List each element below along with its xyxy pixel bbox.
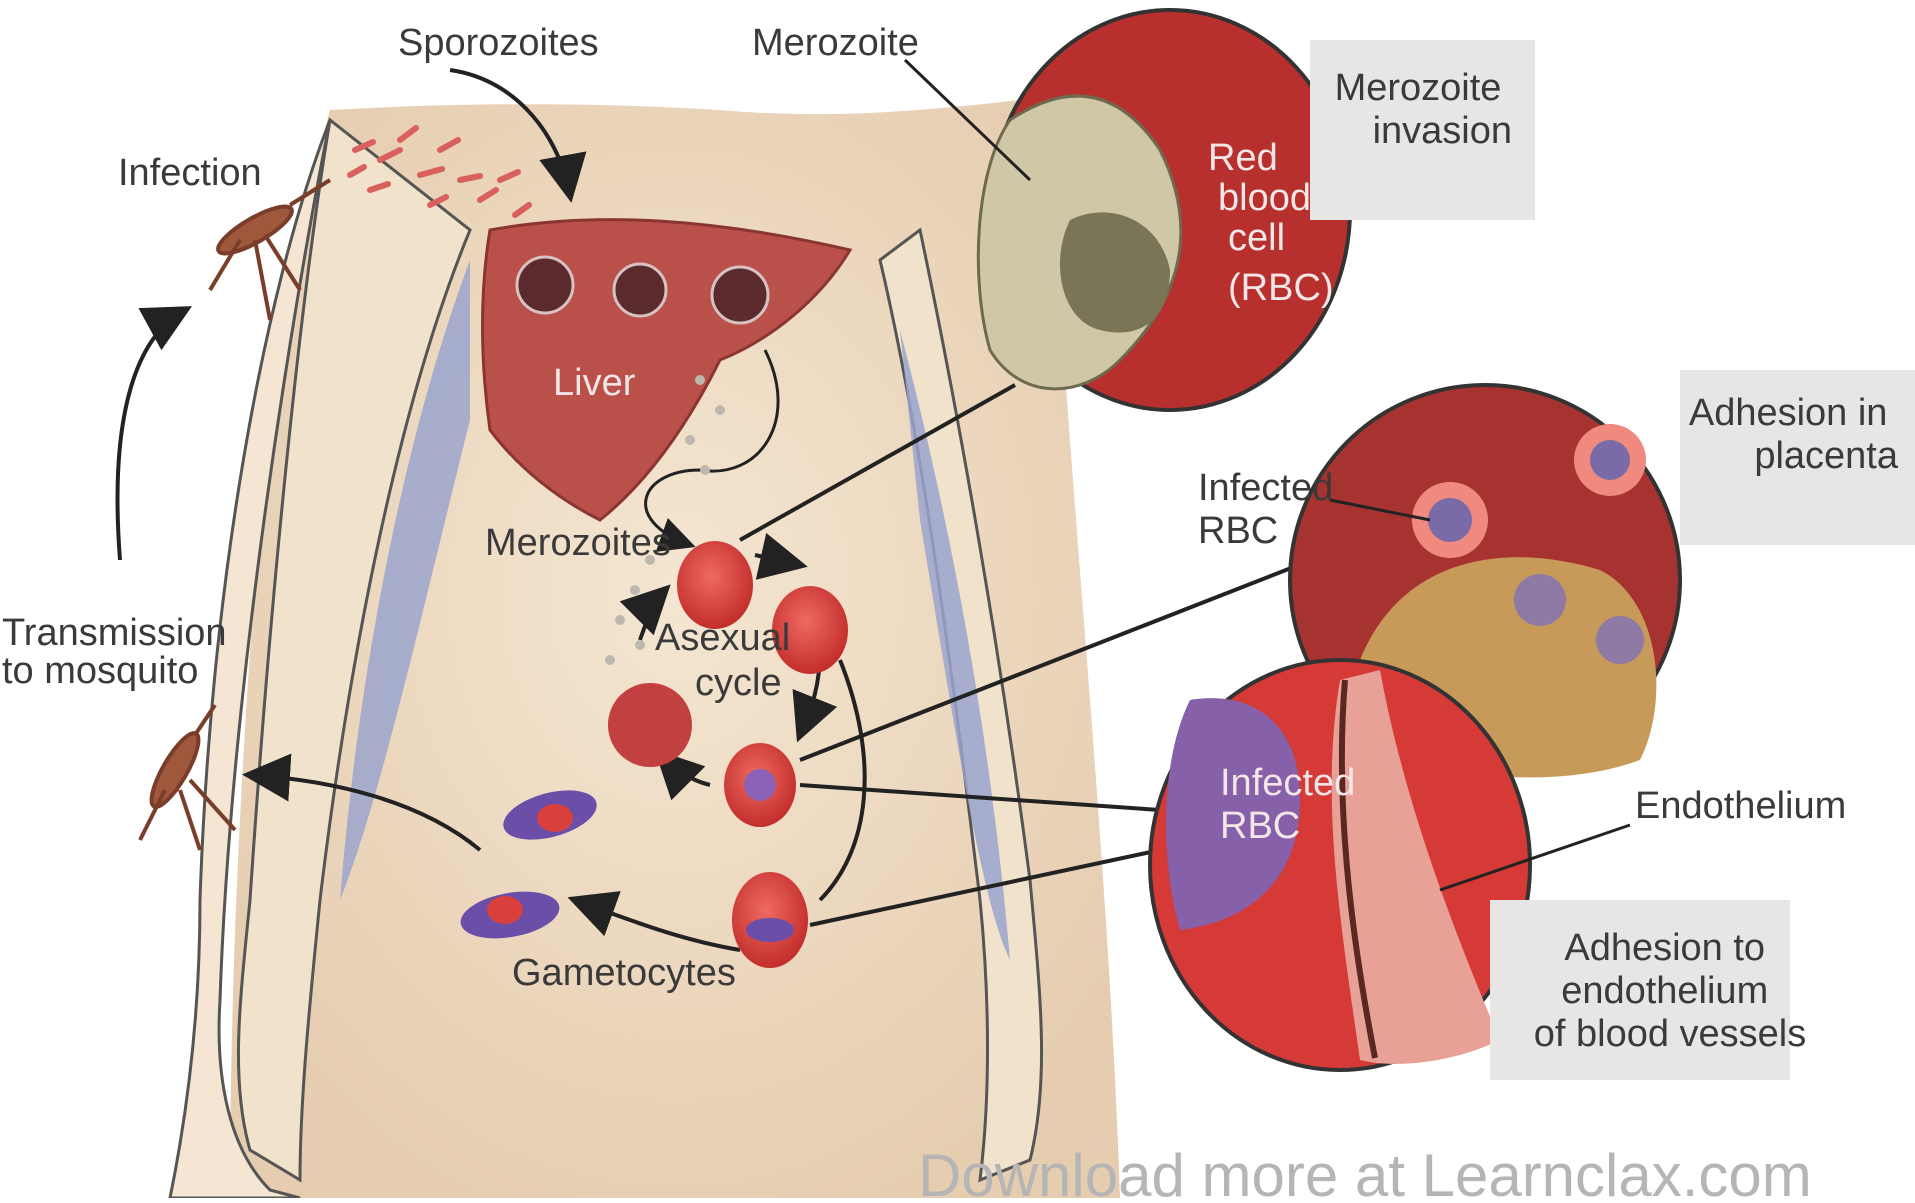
arrow-transmission-up xyxy=(118,310,185,560)
label-gametocytes: Gametocytes xyxy=(512,952,736,994)
label-endothelium: Endothelium xyxy=(1635,785,1846,827)
liver-hepatocyte-3 xyxy=(712,267,768,323)
watermark: Download more at Learnclax.com xyxy=(918,1142,1812,1198)
liver-hepatocyte-1 xyxy=(517,257,573,313)
rbc-cycle-3-parasite xyxy=(744,769,776,801)
rbc-gametocyte-parasite xyxy=(746,918,794,942)
label-sporozoites: Sporozoites xyxy=(398,22,599,64)
label-adhesion-endothelium: Adhesion to endothelium of blood vessels xyxy=(1534,927,1807,1055)
inset-endothelium xyxy=(1150,660,1530,1070)
label-merozoite: Merozoite xyxy=(752,22,919,64)
label-infection: Infection xyxy=(118,152,262,194)
liver-hepatocyte-2 xyxy=(614,264,666,316)
label-merozoites: Merozoites xyxy=(485,522,671,564)
label-transmission: Transmission to mosquito xyxy=(2,612,237,692)
rbc-cycle-1 xyxy=(677,541,753,629)
rbc-bursting xyxy=(608,683,692,767)
label-liver: Liver xyxy=(553,362,636,404)
